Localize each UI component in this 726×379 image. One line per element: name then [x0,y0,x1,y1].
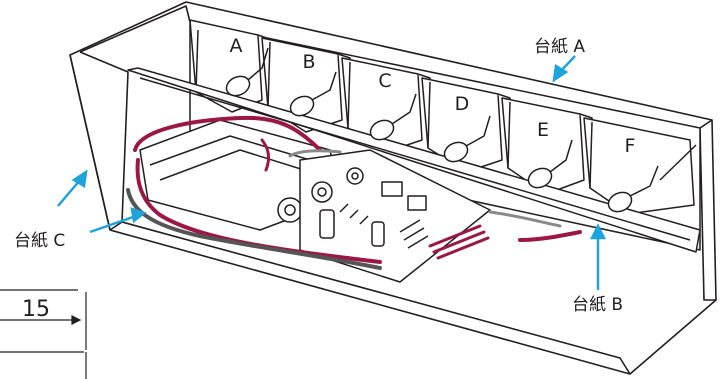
page-number: 15 [22,297,50,322]
callout-label-b: 台紙 B [572,295,623,315]
compartment-letter-a: A [230,35,243,57]
callout-label-c: 台紙 C [14,231,65,251]
compartment-letter-b: B [302,51,315,73]
arrow-c1-icon [58,172,86,206]
compartment-letter-f: F [625,135,636,157]
arrow-a-icon [554,56,575,80]
compartment-letter-c: C [378,70,391,92]
callout-label-a: 台紙 A [534,37,585,57]
compartment-letter-d: D [455,93,470,115]
compartment-letter-e: E [537,119,549,141]
